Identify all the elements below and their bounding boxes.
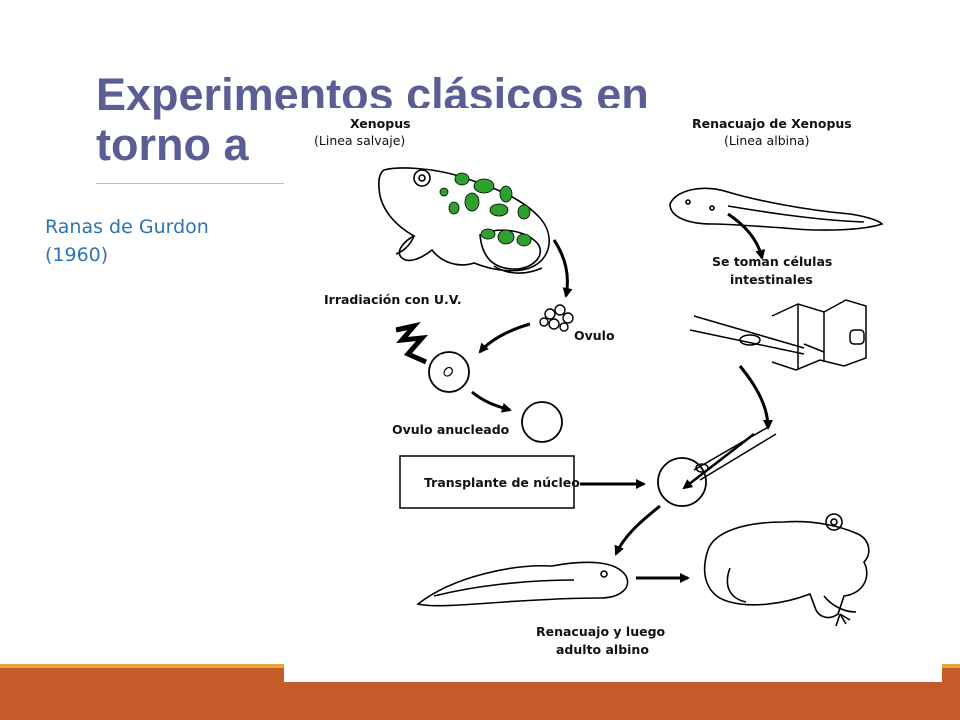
- cells-label-1: Se toman células: [712, 254, 832, 269]
- tadpole-subtitle: (Linea albina): [724, 133, 810, 148]
- caption-line-1: Ranas de Gurdon: [45, 216, 209, 238]
- diagram-svg: Xenopus (Linea salvaje) Renacuajo de Xen…: [314, 116, 884, 657]
- xenopus-subtitle: (Linea salvaje): [314, 133, 405, 148]
- arrow-inject: [682, 433, 755, 490]
- result-label-2: adulto albino: [556, 642, 649, 657]
- green-spots: [439, 172, 532, 247]
- result-tadpole-icon: [416, 561, 629, 607]
- tadpole-title: Renacuajo de Xenopus: [692, 116, 852, 131]
- caption-line-2: (1960): [45, 244, 109, 266]
- irradiated-egg-icon: [428, 351, 470, 393]
- irradiation-label: Irradiación con U.V.: [324, 292, 462, 307]
- albino-frog-icon: [703, 513, 870, 627]
- title-divider: [96, 183, 296, 184]
- egg-nucleus-icon: [443, 366, 453, 377]
- gurdon-diagram: Xenopus (Linea salvaje) Renacuajo de Xen…: [284, 108, 942, 682]
- enucleated-label: Ovulo anucleado: [392, 422, 510, 437]
- xenopus-title: Xenopus: [350, 116, 411, 131]
- arrow-frog-to-ovule: [552, 239, 573, 298]
- transplant-box: [399, 455, 575, 509]
- arrow-tadpole-to-cells: [727, 212, 766, 260]
- uv-lightning-icon: [395, 321, 429, 365]
- cells-label-2: intestinales: [730, 272, 813, 287]
- caption: Ranas de Gurdon (1960): [45, 213, 245, 269]
- albino-tadpole-icon: [669, 187, 884, 231]
- arrow-ovule-to-irradiated: [478, 322, 531, 354]
- injection-pipette-icon: [693, 425, 777, 481]
- ovule-label: Ovulo: [574, 328, 615, 343]
- arrow-egg-to-tadpole: [614, 504, 661, 556]
- transplant-label: Transplante de núcleo: [424, 475, 580, 490]
- arrow-to-enucleated: [471, 390, 512, 413]
- egg-cluster-icon: [539, 304, 574, 332]
- pipette-icon: [689, 315, 825, 355]
- intestinal-cells-icon: [771, 299, 867, 371]
- result-label-1: Renacuajo y luego: [536, 624, 666, 639]
- arrow-cells-to-egg: [738, 365, 773, 430]
- enucleated-egg-icon: [521, 401, 563, 443]
